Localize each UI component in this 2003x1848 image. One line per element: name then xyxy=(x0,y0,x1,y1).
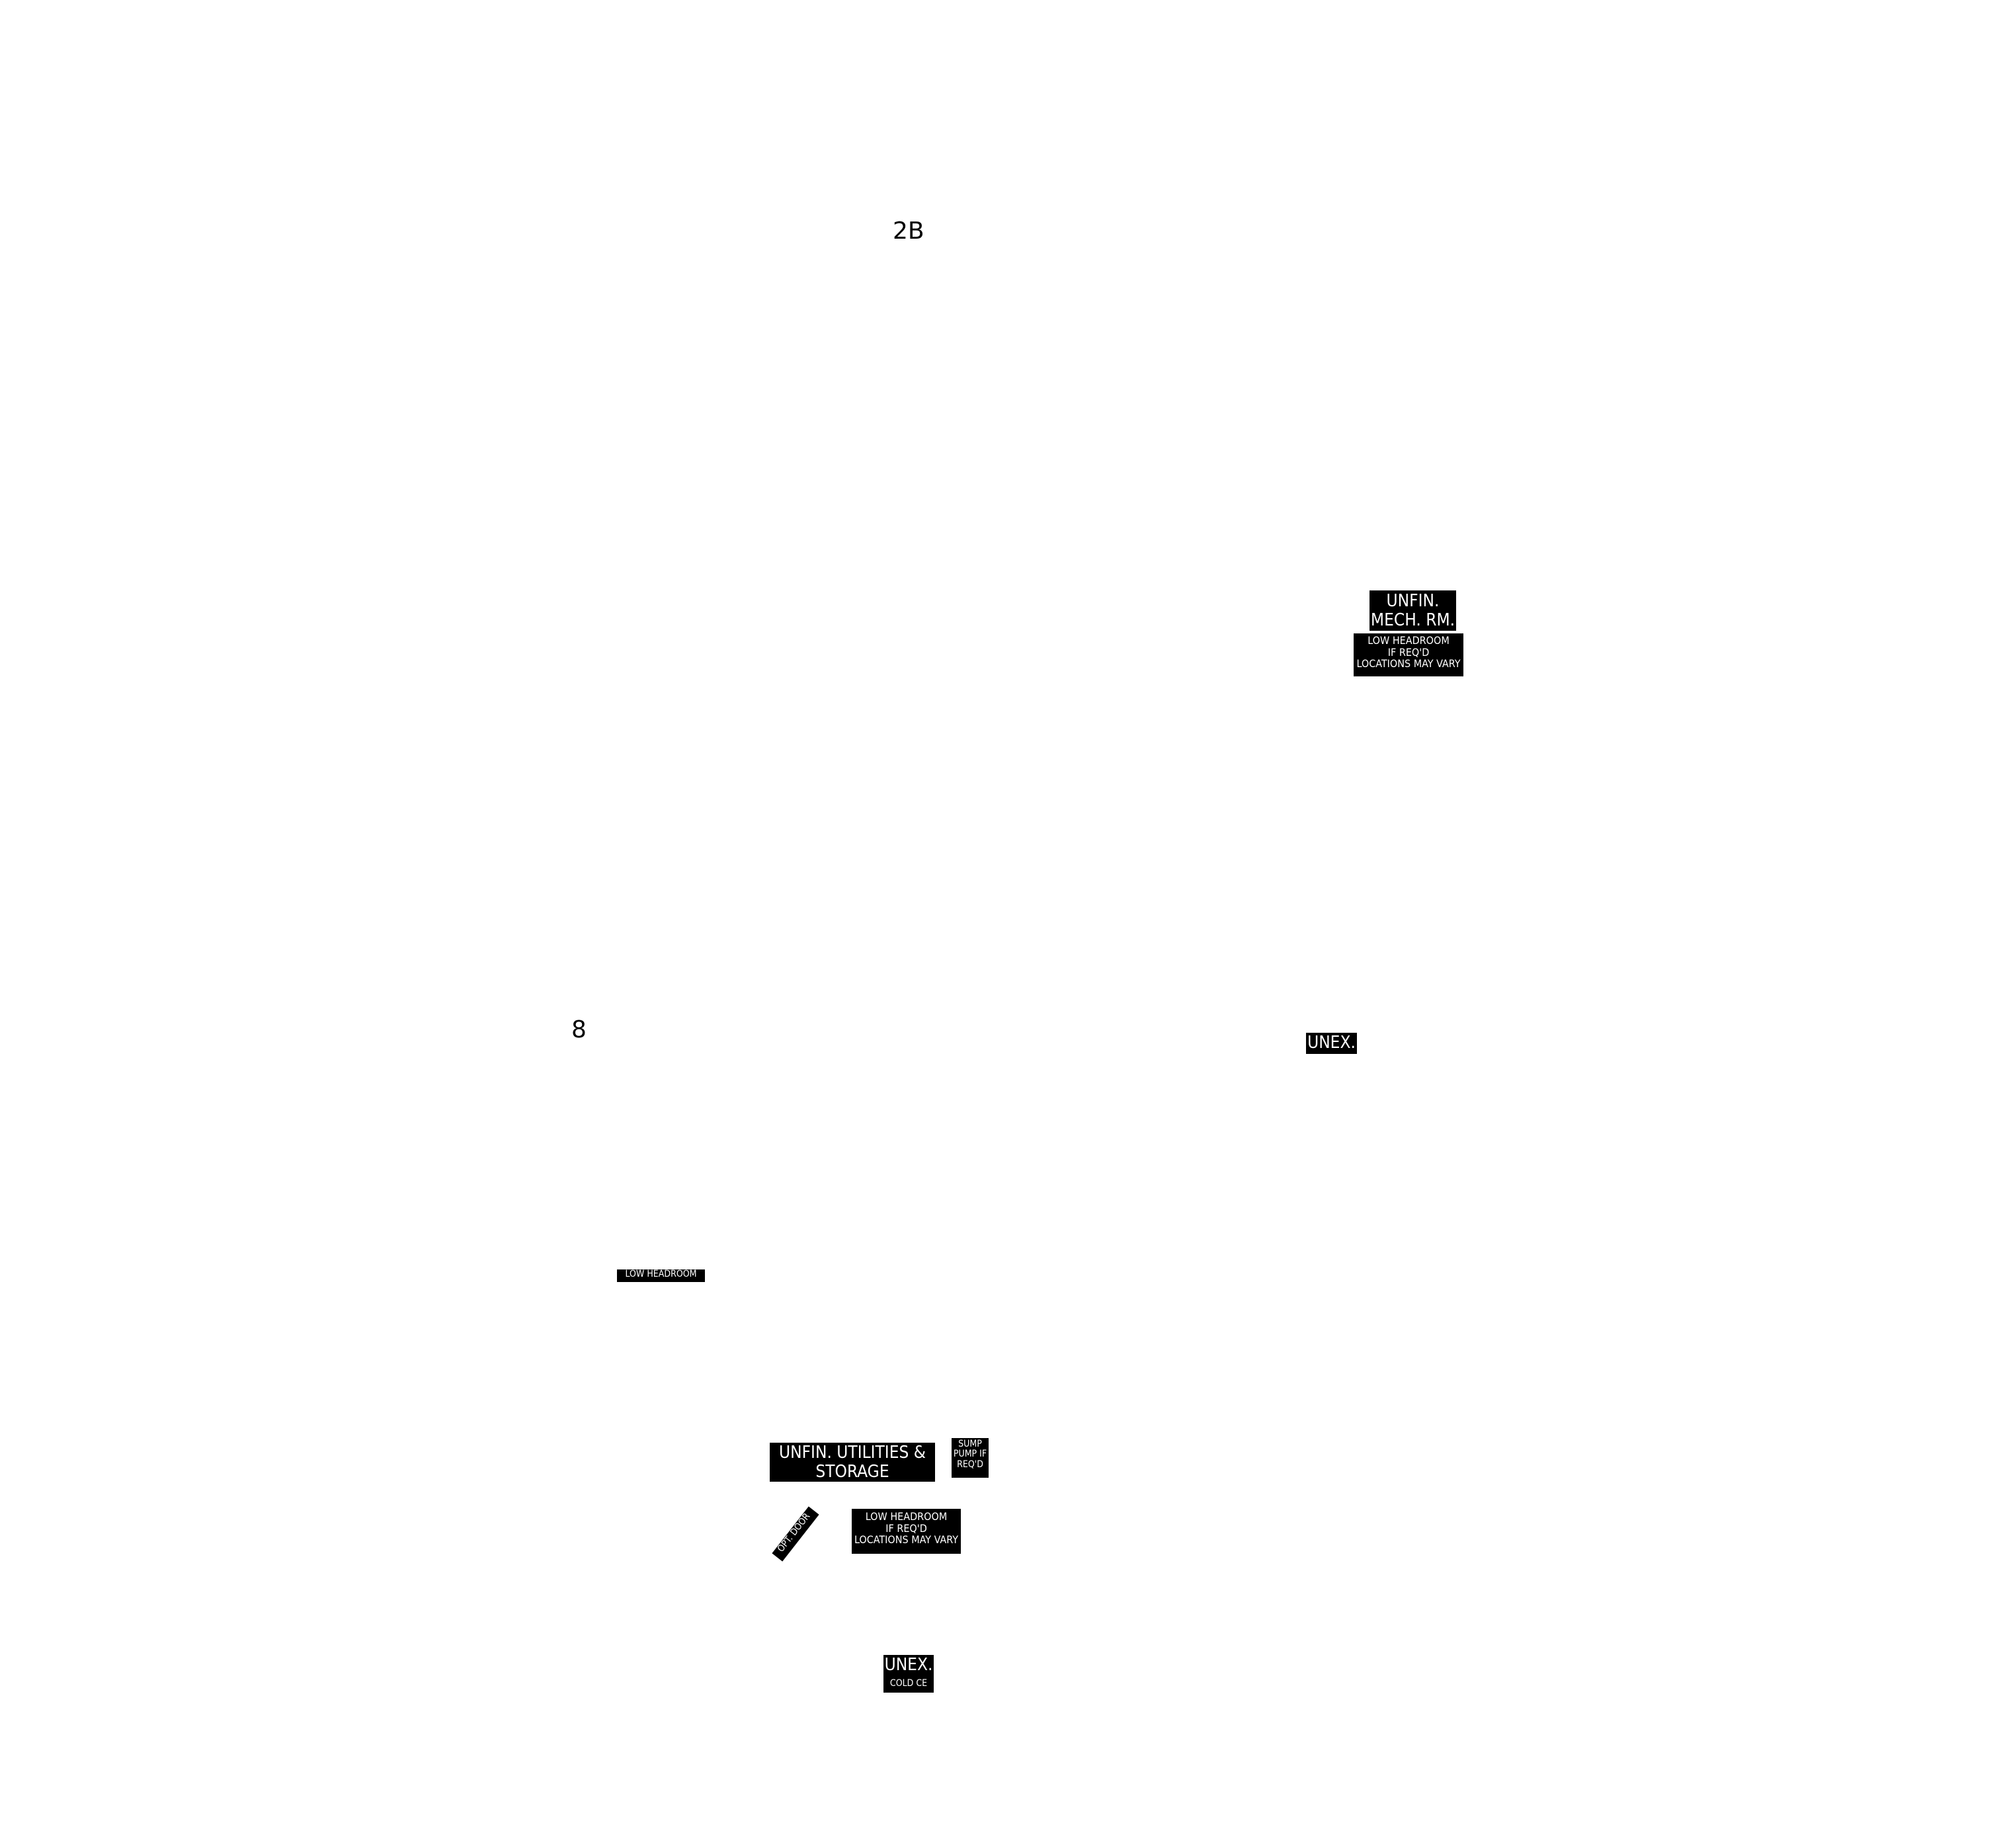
utilities-note-line-1: LOW HEADROOM xyxy=(865,1510,948,1523)
optional-door-label: OPT. DOOR xyxy=(772,1506,819,1562)
utilities-storage-label: UNFIN. UTILITIES & STORAGE xyxy=(770,1443,935,1482)
mech-room-note-line-2: IF REQ'D xyxy=(1387,645,1430,659)
mech-room-label-line-1: UNFIN. xyxy=(1386,591,1440,611)
utilities-note-line-2: IF REQ'D xyxy=(885,1521,927,1535)
mech-room-label: UNFIN. MECH. RM. xyxy=(1369,590,1456,631)
mech-room-note-line-3: LOCATIONS MAY VARY xyxy=(1356,657,1461,670)
cold-cellar-label: COLD CE xyxy=(883,1677,934,1693)
room-number-8: 8 xyxy=(571,1016,587,1043)
unexcavated-label-bottom: UNEX. xyxy=(883,1655,934,1677)
sump-pump-label-line-3: REQ'D xyxy=(957,1459,983,1470)
utilities-note: LOW HEADROOM IF REQ'D LOCATIONS MAY VARY xyxy=(852,1509,961,1554)
mech-room-note-line-1: LOW HEADROOM xyxy=(1368,634,1450,647)
utilities-storage-label-line-1: UNFIN. UTILITIES & xyxy=(778,1443,926,1463)
low-headroom-label-left: LOW HEADROOM xyxy=(617,1269,705,1282)
utilities-note-line-3: LOCATIONS MAY VARY xyxy=(854,1533,959,1547)
room-number-2b: 2B xyxy=(893,218,924,245)
mech-room-note: LOW HEADROOM IF REQ'D LOCATIONS MAY VARY xyxy=(1354,633,1463,676)
utilities-storage-label-line-2: STORAGE xyxy=(815,1461,889,1482)
sump-pump-label: SUMP PUMP IF REQ'D xyxy=(952,1438,989,1478)
sump-pump-label-line-1: SUMP xyxy=(958,1439,982,1449)
sump-pump-label-line-2: PUMP IF xyxy=(953,1449,987,1460)
mech-room-label-line-2: MECH. RM. xyxy=(1370,610,1455,630)
unexcavated-label-right: UNEX. xyxy=(1306,1033,1357,1054)
